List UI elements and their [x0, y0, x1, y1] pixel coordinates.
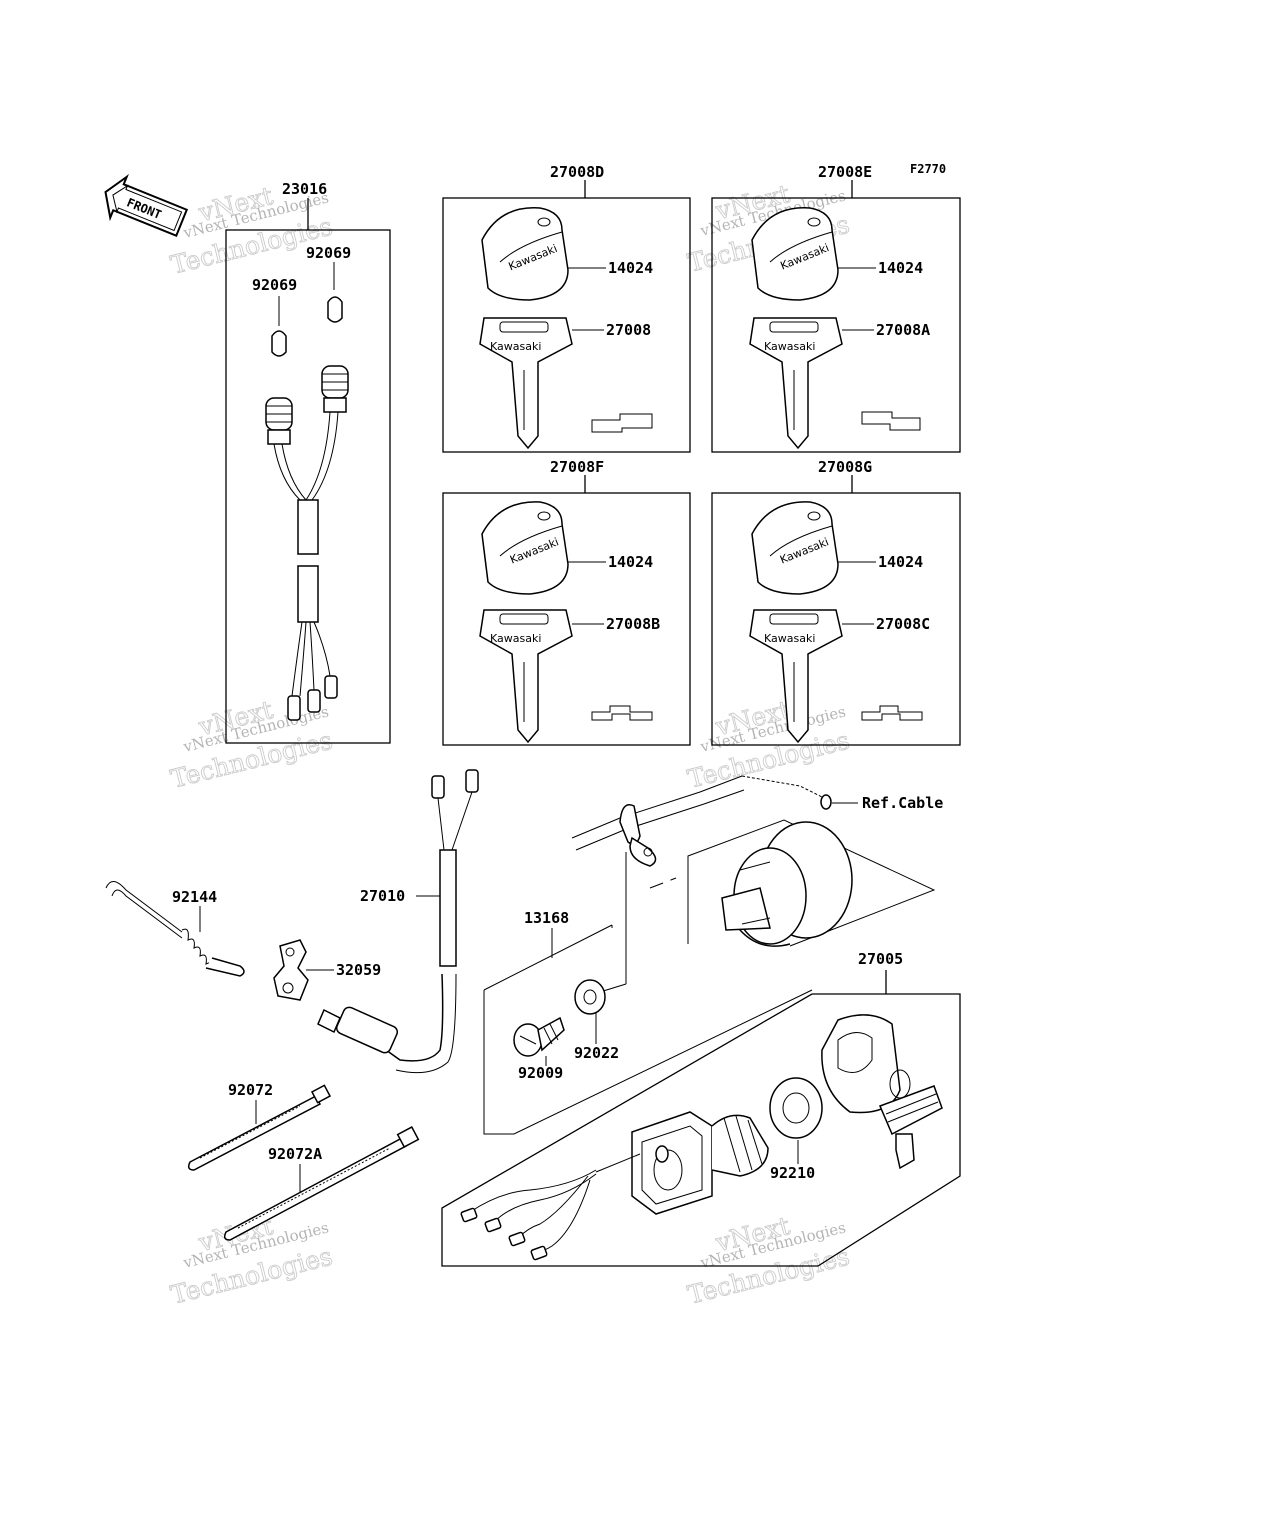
part-label-23016: 23016 — [282, 180, 327, 198]
harness-assembly-23016: 23016 92069 92069 — [225, 180, 391, 744]
part-label-27008G: 27008G — [818, 458, 872, 476]
part-label-92210: 92210 — [770, 1164, 815, 1182]
key-blank-icon: Kawasaki — [749, 317, 843, 450]
key-blank-icon: Kawasaki — [479, 609, 573, 744]
clip-32059: 32059 — [273, 939, 381, 1001]
wire-terminal — [324, 675, 338, 699]
part-label-92144: 92144 — [172, 888, 217, 906]
part-label-14024: 14024 — [878, 553, 923, 571]
key-cut-profile — [861, 705, 923, 721]
part-label-27008C: 27008C — [876, 615, 930, 633]
wire-terminal — [287, 695, 301, 721]
part-label-13168: 13168 — [524, 909, 569, 927]
cable-tie-92072A: 92072A — [223, 1126, 420, 1241]
key-brand-text: Kawasaki — [490, 632, 541, 645]
part-label-92069: 92069 — [306, 244, 351, 262]
screw-icon — [513, 1016, 565, 1057]
part-label-27008E: 27008E — [818, 163, 872, 181]
bulb-socket-icon — [265, 397, 293, 445]
key-blank-icon: Kawasaki — [749, 609, 843, 744]
key-set-27008D: 27008D Kawasaki 14024 Kawasaki 27008 — [442, 163, 691, 453]
wire-terminal — [431, 775, 445, 799]
part-label-14024: 14024 — [608, 553, 653, 571]
nut-icon — [769, 1077, 823, 1139]
switch-housing-13168: 13168 92022 92009 — [483, 819, 936, 1135]
key-icon — [878, 1085, 943, 1170]
washer-icon — [574, 979, 606, 1015]
cable-tie-92072: 92072 — [187, 1081, 332, 1171]
cable-and-bracket: Ref.Cable — [571, 775, 943, 867]
key-head-cover-icon: Kawasaki — [481, 501, 569, 595]
wire-terminal — [465, 769, 479, 793]
bulb-icon — [271, 330, 287, 357]
part-label-92022: 92022 — [574, 1044, 619, 1062]
key-brand-text: Kawasaki — [764, 340, 815, 353]
spring-rod-92144: 92144 — [105, 881, 245, 977]
bulb-socket-icon — [321, 365, 349, 413]
part-label-27008F: 27008F — [550, 458, 604, 476]
part-label-27008D: 27008D — [550, 163, 604, 181]
wire-terminal — [484, 1217, 502, 1233]
part-label-27008: 27008 — [606, 321, 651, 339]
front-arrow-icon: FRONT — [104, 174, 189, 238]
wire-terminal — [530, 1245, 548, 1261]
wire-sleeve — [297, 499, 319, 555]
part-label-14024: 14024 — [878, 259, 923, 277]
wire-terminal — [307, 689, 321, 713]
key-set-27008G: 27008G Kawasaki 14024 Kawasaki 27008C — [711, 458, 961, 746]
figure-code: F2770 — [910, 162, 946, 176]
wire-terminal — [508, 1231, 526, 1247]
part-label-92009: 92009 — [518, 1064, 563, 1082]
part-label-92072A: 92072A — [268, 1145, 322, 1163]
key-cut-profile — [591, 413, 653, 433]
ref-cable-label: Ref.Cable — [862, 794, 943, 812]
part-label-14024: 14024 — [608, 259, 653, 277]
switch-body-icon — [631, 1111, 769, 1215]
bulb-icon — [327, 296, 343, 323]
key-cut-profile — [861, 411, 921, 431]
key-head-cover-icon: Kawasaki — [751, 207, 839, 301]
key-set-27008F: 27008F Kawasaki 14024 Kawasaki 27008B — [442, 458, 691, 746]
wire-terminal — [460, 1207, 478, 1223]
part-label-27005: 27005 — [858, 950, 903, 968]
key-head-cover-icon: Kawasaki — [481, 207, 569, 301]
key-cut-profile — [591, 705, 653, 721]
wire-sleeve — [297, 565, 319, 623]
ignition-switch-assembly-27005: 27005 92210 — [441, 950, 961, 1267]
part-label-27008A: 27008A — [876, 321, 930, 339]
key-head-cover-icon: Kawasaki — [751, 501, 839, 595]
part-label-92072: 92072 — [228, 1081, 273, 1099]
switch-cap-icon — [821, 1014, 901, 1114]
key-brand-text: Kawasaki — [764, 632, 815, 645]
key-brand-text: Kawasaki — [490, 340, 541, 353]
key-blank-icon: Kawasaki — [479, 317, 573, 450]
stop-switch-27010: 27010 — [317, 769, 479, 1074]
part-label-32059: 32059 — [336, 961, 381, 979]
part-label-27010: 27010 — [360, 887, 405, 905]
part-label-92069: 92069 — [252, 276, 297, 294]
key-set-27008E: 27008E Kawasaki 14024 Kawasaki 27008A — [711, 163, 961, 453]
part-label-27008B: 27008B — [606, 615, 660, 633]
ignition-switch-body-icon — [721, 821, 853, 947]
